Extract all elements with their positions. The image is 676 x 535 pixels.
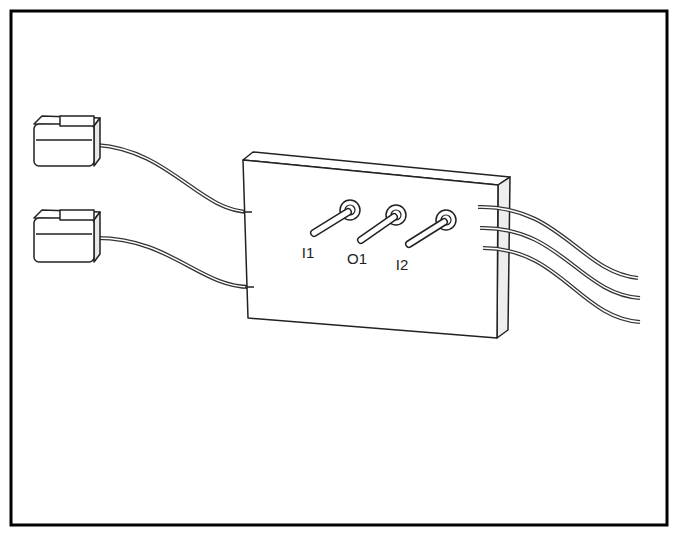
- current-clamp: [34, 116, 100, 166]
- toggle-switch: [361, 205, 406, 240]
- switch-label: O1: [347, 251, 367, 266]
- output-wires: [478, 207, 640, 322]
- current-clamp: [34, 210, 100, 262]
- toggle-switch: [314, 200, 360, 233]
- toggle-switch: [409, 210, 456, 244]
- switch-label: I2: [396, 257, 409, 272]
- wire-entry: [243, 212, 254, 287]
- switch-label: I1: [302, 245, 315, 260]
- clamp-wires: [97, 145, 250, 287]
- board: [243, 152, 510, 338]
- frame: [11, 11, 667, 525]
